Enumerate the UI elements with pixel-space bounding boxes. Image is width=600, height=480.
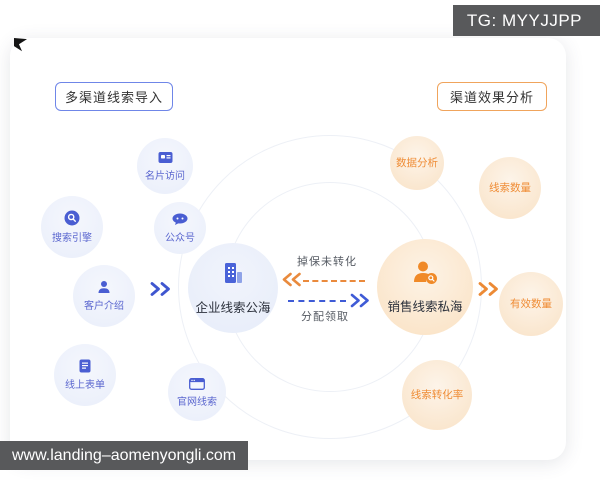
flow-forward-label: 分配领取 [301, 311, 349, 323]
source-label: 客户介绍 [84, 301, 124, 312]
metric-label: 数据分析 [396, 156, 438, 169]
person-search-icon [411, 260, 439, 290]
source-label: 线上表单 [65, 380, 105, 391]
chevron-right-icon [477, 280, 501, 303]
source-bubble-website-leads: 官网线索 [168, 363, 226, 421]
metric-label: 有效数量 [510, 297, 552, 310]
search-icon [64, 210, 80, 231]
person-icon [97, 280, 111, 299]
source-bubble-card-visit: 名片访问 [137, 138, 193, 194]
decor-ring-outer [178, 135, 482, 439]
chevron-right-icon [149, 280, 173, 303]
metric-bubble-conversion-rate: 线索转化率 [402, 360, 472, 430]
private-pool-label: 销售线索私海 [387, 299, 463, 314]
public-pool-circle: 企业线索公海 [188, 243, 278, 333]
metric-bubble-data-analysis: 数据分析 [390, 136, 444, 190]
chevron-left-icon [281, 271, 303, 293]
metric-label: 线索数量 [489, 181, 531, 194]
flow-forward-dashed-line [288, 300, 346, 302]
tag-channel-analysis: 渠道效果分析 [437, 82, 547, 111]
building-icon [220, 261, 246, 291]
source-label: 搜索引擎 [52, 233, 92, 244]
public-pool-label: 企业线索公海 [195, 300, 271, 315]
source-label: 名片访问 [145, 170, 185, 182]
tg-contact-badge: TG: MYYJJPP [452, 5, 600, 36]
source-bubble-online-form: 线上表单 [54, 344, 116, 406]
form-icon [79, 359, 91, 378]
metric-label: 线索转化率 [410, 388, 464, 401]
flow-backward-dashed-line [303, 280, 365, 282]
metric-bubble-valid-count: 有效数量 [499, 272, 563, 336]
private-pool-circle: 销售线索私海 [377, 239, 473, 335]
source-bubble-official-account: 公众号 [154, 202, 206, 254]
source-bubble-customer-referral: 客户介绍 [73, 265, 135, 327]
source-label: 官网线索 [177, 396, 217, 408]
chat-bubble-icon [172, 213, 188, 231]
chevron-right-icon [349, 292, 371, 314]
metric-bubble-lead-count: 线索数量 [479, 157, 541, 219]
source-bubble-search-engine: 搜索引擎 [41, 196, 103, 258]
tag-multichannel-import: 多渠道线索导入 [55, 82, 173, 111]
source-label: 公众号 [165, 232, 195, 244]
card-icon [158, 151, 173, 169]
watermark-url: www.landing–aomenyongli.com [0, 441, 249, 470]
flow-backward-label: 掉保未转化 [297, 256, 357, 268]
browser-icon [189, 377, 205, 395]
